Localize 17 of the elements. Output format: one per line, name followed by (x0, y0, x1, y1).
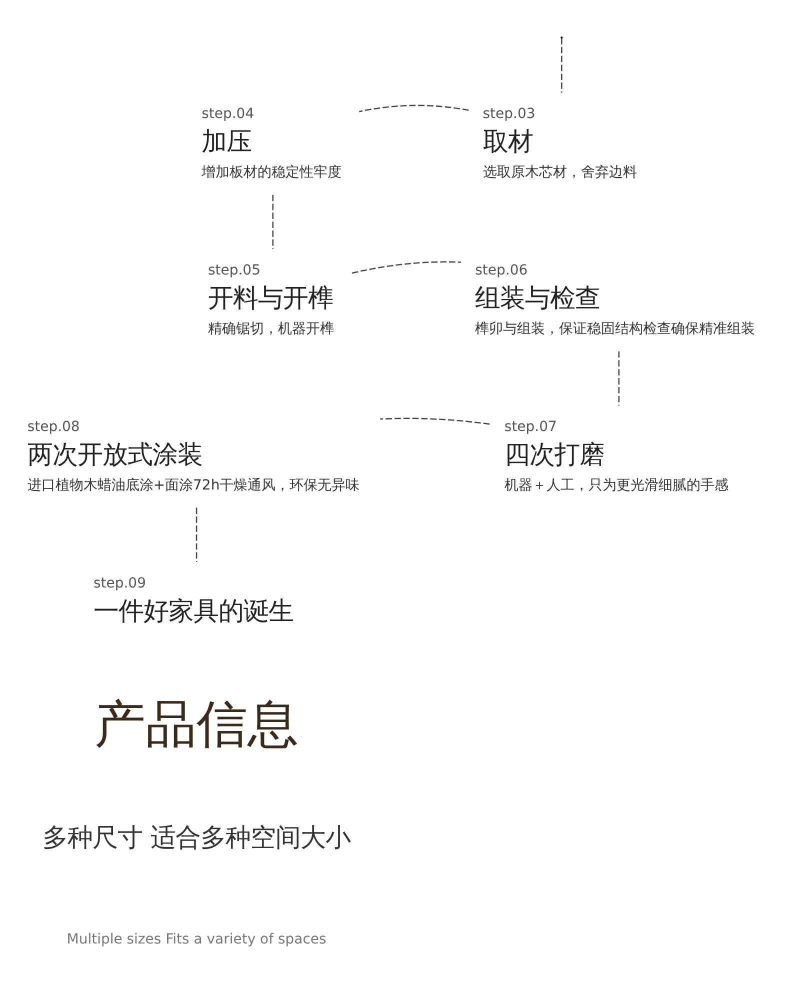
node-text: step.05 开料与开榫 精确锯切，机器开榫 (208, 262, 334, 337)
label: 多种尺寸 适合多种空间大小 (42, 822, 351, 852)
node-text: step.07 四次打磨 机器＋人工，只为更光滑细腻的手感 (504, 418, 728, 494)
node-text: step.04 加压 增加板材的稳定性牢度 (202, 106, 342, 180)
node-text: step.09 一件好家具的诞生 (93, 575, 294, 626)
connector (272, 194, 274, 250)
connector (561, 38, 562, 93)
label: 产品信息 (94, 694, 299, 754)
node-text: step.08 两次开放式涂装 进口植物木蜡油底涂+面涂72h干燥通风，环保无异味 (27, 418, 360, 494)
connector (618, 351, 620, 406)
label: Multiple sizes Fits a variety of spaces (66, 932, 326, 948)
connector (380, 418, 490, 425)
node-text: step.03 取材 选取原木芯材，舍弃边料 (482, 106, 637, 180)
connector (359, 104, 469, 112)
node-text: step.06 组装与检查 榫卯与组装，保证稳固结构检查确保精准组装 (475, 262, 756, 337)
connector (352, 261, 461, 274)
connector (196, 508, 198, 562)
